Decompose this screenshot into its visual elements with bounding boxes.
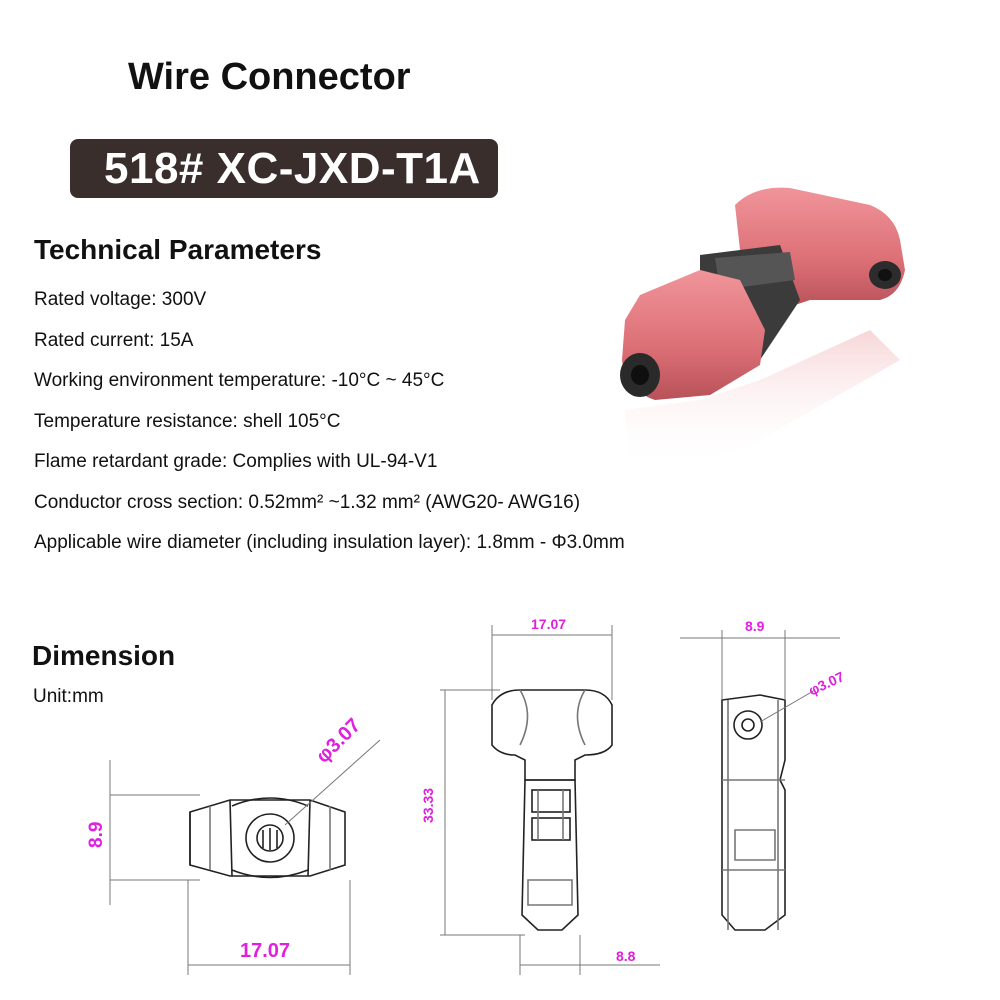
top-view-drawing bbox=[491, 689, 613, 931]
param-conductor-cross-section: Conductor cross section: 0.52mm² ~1.32 m… bbox=[34, 491, 581, 513]
front-width-label: 17.07 bbox=[240, 940, 291, 962]
front-height-label: 8.9 bbox=[86, 821, 107, 848]
param-working-temperature: Working environment temperature: -10°C ~… bbox=[34, 370, 445, 391]
model-number: 518# XC-JXD-T1A bbox=[104, 144, 481, 193]
dimension-heading: Dimension bbox=[32, 640, 176, 671]
side-width-label: 8.9 bbox=[745, 618, 765, 634]
param-wire-diameter: Applicable wire diameter (including insu… bbox=[34, 532, 625, 553]
top-height-label: 33.33 bbox=[420, 787, 436, 823]
param-temperature-resistance: Temperature resistance: shell 105°C bbox=[34, 410, 341, 432]
technical-parameters-heading: Technical Parameters bbox=[34, 234, 322, 265]
parameter-list: Rated voltage: 300V Rated current: 15A W… bbox=[34, 288, 625, 572]
page-title: Wire Connector bbox=[128, 56, 411, 98]
param-rated-voltage: Rated voltage: 300V bbox=[34, 289, 207, 310]
front-view-drawing bbox=[189, 797, 346, 879]
top-bottom-label: 8.8 bbox=[616, 948, 636, 964]
unit-label: Unit:mm bbox=[33, 686, 104, 707]
param-rated-current: Rated current: 15A bbox=[34, 329, 194, 351]
param-flame-retardant: Flame retardant grade: Complies with UL-… bbox=[34, 451, 438, 472]
model-badge bbox=[70, 139, 498, 198]
top-width-label: 17.07 bbox=[531, 616, 567, 632]
side-view-drawing bbox=[721, 694, 786, 931]
